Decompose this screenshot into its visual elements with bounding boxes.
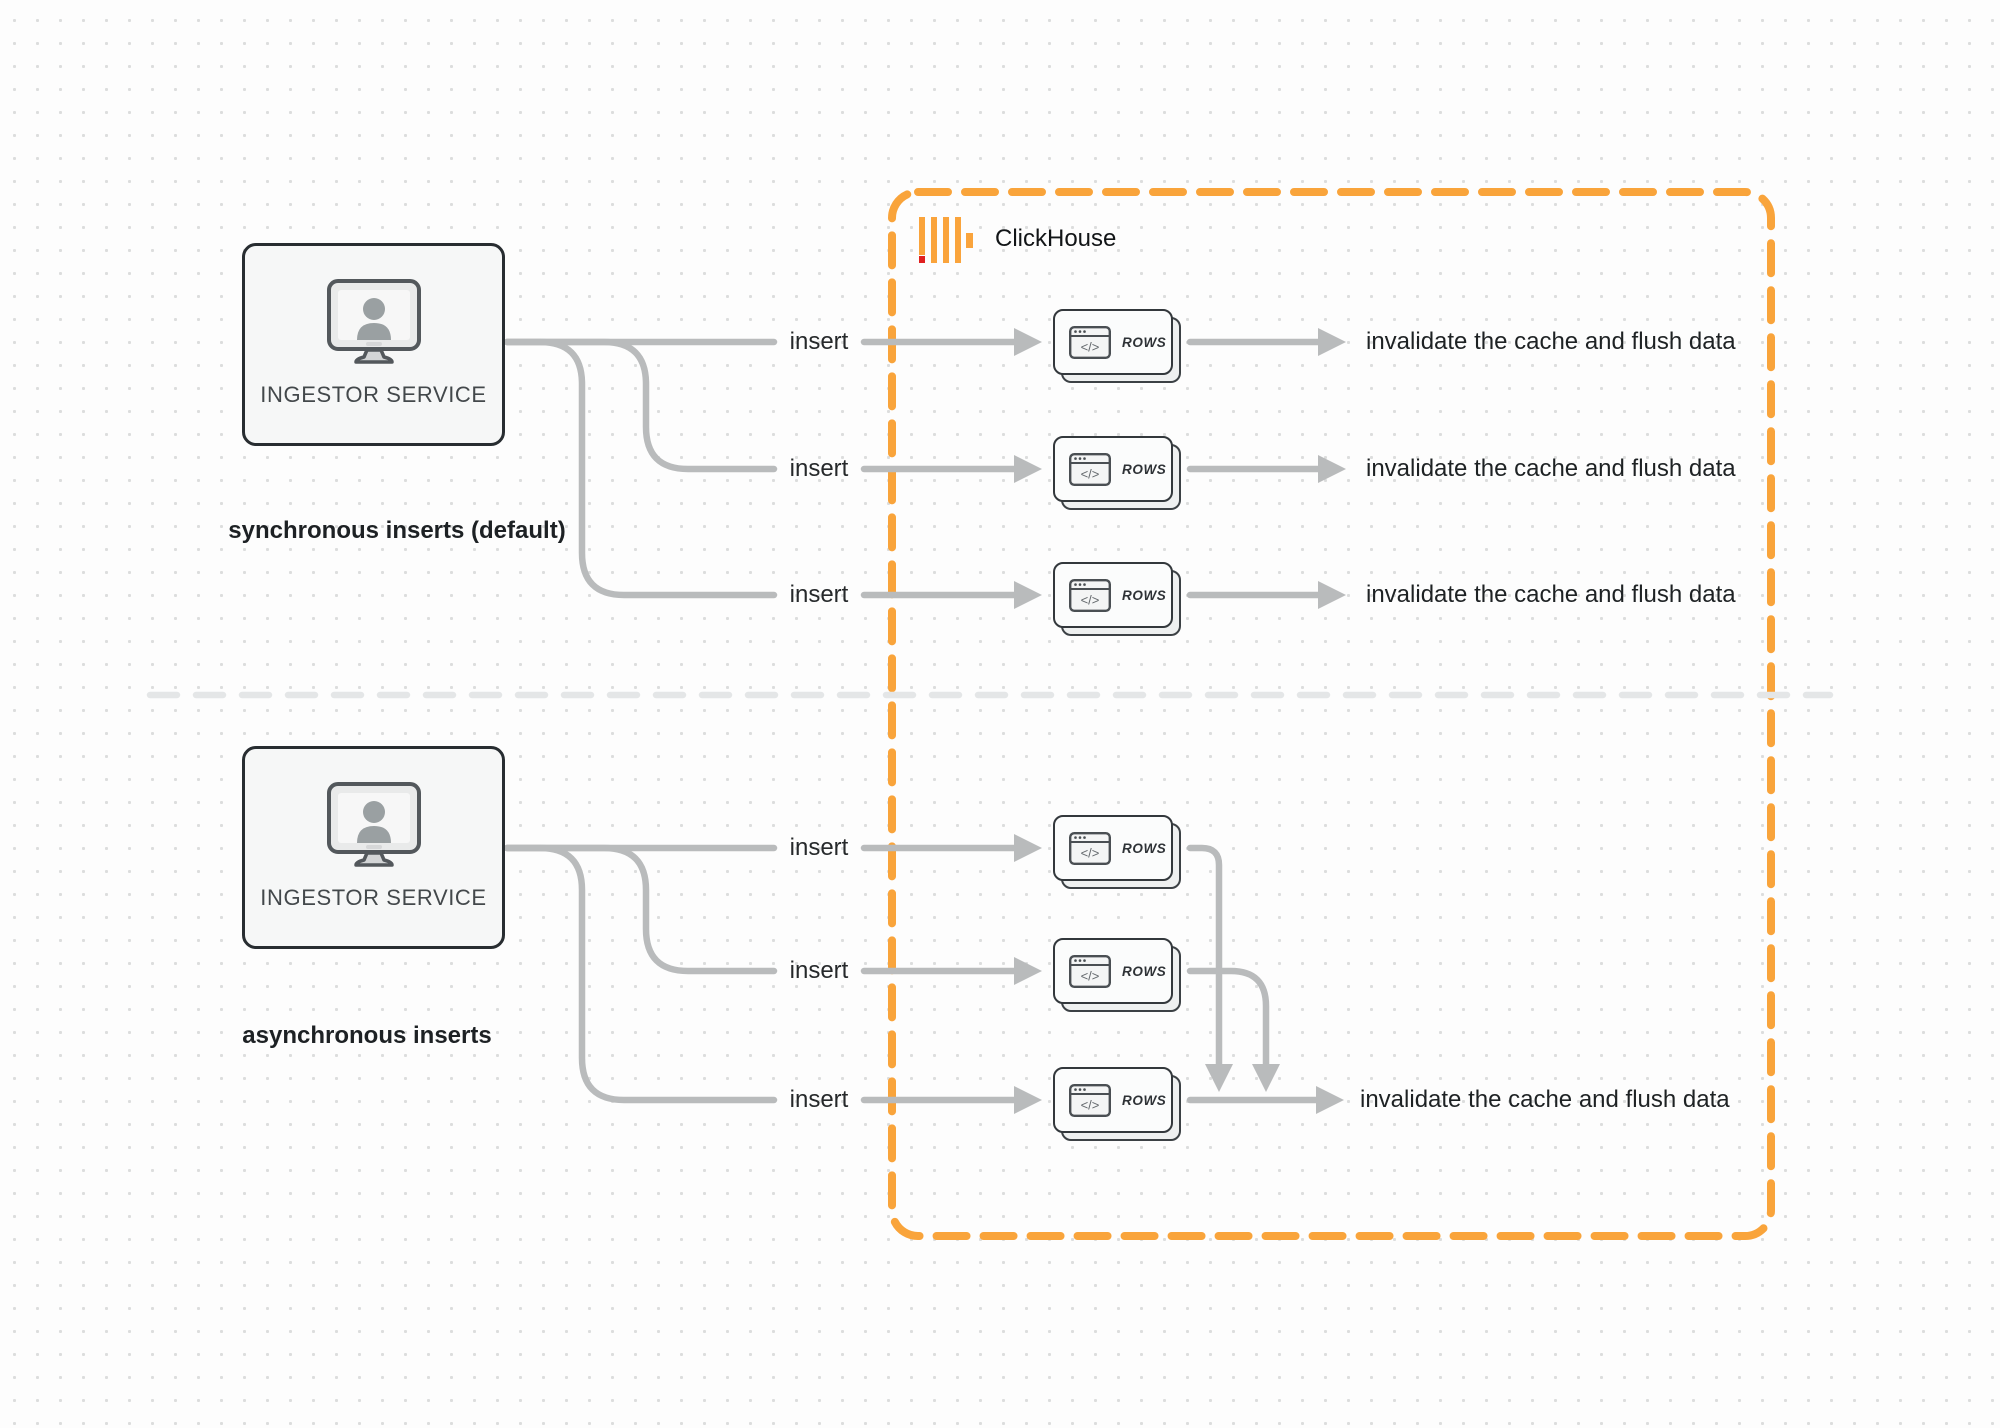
rows-card-async-2: </> ROWS — [1053, 938, 1183, 1014]
async-insert-label-1: insert — [789, 834, 849, 861]
svg-text:</>: </> — [1081, 1097, 1100, 1112]
sync-result-label-1: invalidate the cache and flush data — [1366, 328, 1736, 355]
monitor-user-icon — [326, 782, 421, 867]
rows-card-async-3: </> ROWS — [1053, 1067, 1183, 1143]
svg-text:</>: </> — [1081, 592, 1100, 607]
sync-insert-label-3: insert — [789, 581, 849, 608]
clickhouse-boundary-dashed-rect — [888, 188, 1775, 1240]
clickhouse-label: ClickHouse — [995, 225, 1117, 252]
rows-card-front: </> ROWS — [1053, 938, 1173, 1004]
rows-card-label: ROWS — [1122, 587, 1167, 603]
code-window-icon: </> — [1069, 954, 1111, 988]
async-ingestor-box: INGESTOR SERVICE — [242, 746, 505, 949]
sync-insert-label-2: insert — [789, 455, 849, 482]
rows-card-front: </> ROWS — [1053, 815, 1173, 881]
code-window-icon: </> — [1069, 831, 1111, 865]
monitor-user-icon — [326, 279, 421, 364]
sync-ingestor-box: INGESTOR SERVICE — [242, 243, 505, 446]
clickhouse-header: ClickHouse — [917, 213, 1116, 265]
rows-card-label: ROWS — [1122, 461, 1167, 477]
sync-section-caption: synchronous inserts (default) — [228, 517, 566, 544]
async-flow-arrowheads — [1014, 834, 1344, 1114]
code-window-icon: </> — [1069, 325, 1111, 359]
async-insert-label-3: insert — [789, 1086, 849, 1113]
sync-flow-lines — [503, 338, 1322, 599]
async-insert-label-2: insert — [789, 957, 849, 984]
rows-card-label: ROWS — [1122, 334, 1167, 350]
clickhouse-logo-icon — [919, 217, 973, 263]
sync-result-label-2: invalidate the cache and flush data — [1366, 455, 1736, 482]
svg-text:</>: </> — [1081, 466, 1100, 481]
rows-card-label: ROWS — [1122, 840, 1167, 856]
svg-text:</>: </> — [1081, 968, 1100, 983]
async-result-label: invalidate the cache and flush data — [1360, 1086, 1730, 1113]
rows-card-sync-3: </> ROWS — [1053, 562, 1183, 638]
code-window-icon: </> — [1069, 578, 1111, 612]
code-window-icon: </> — [1069, 452, 1111, 486]
sync-ingestor-label: INGESTOR SERVICE — [260, 382, 487, 407]
svg-text:</>: </> — [1081, 845, 1100, 860]
async-flow-lines — [503, 844, 1320, 1104]
svg-text:</>: </> — [1081, 339, 1100, 354]
sync-flow-arrowheads — [1014, 328, 1346, 609]
rows-card-front: </> ROWS — [1053, 309, 1173, 375]
rows-card-label: ROWS — [1122, 963, 1167, 979]
async-ingestor-label: INGESTOR SERVICE — [260, 885, 487, 910]
rows-card-front: </> ROWS — [1053, 1067, 1173, 1133]
sync-result-label-3: invalidate the cache and flush data — [1366, 581, 1736, 608]
rows-card-sync-2: </> ROWS — [1053, 436, 1183, 512]
rows-card-front: </> ROWS — [1053, 562, 1173, 628]
code-window-icon: </> — [1069, 1083, 1111, 1117]
rows-card-label: ROWS — [1122, 1092, 1167, 1108]
sync-insert-label-1: insert — [789, 328, 849, 355]
rows-card-sync-1: </> ROWS — [1053, 309, 1183, 385]
async-section-caption: asynchronous inserts — [242, 1022, 492, 1049]
rows-card-front: </> ROWS — [1053, 436, 1173, 502]
rows-card-async-1: </> ROWS — [1053, 815, 1183, 891]
